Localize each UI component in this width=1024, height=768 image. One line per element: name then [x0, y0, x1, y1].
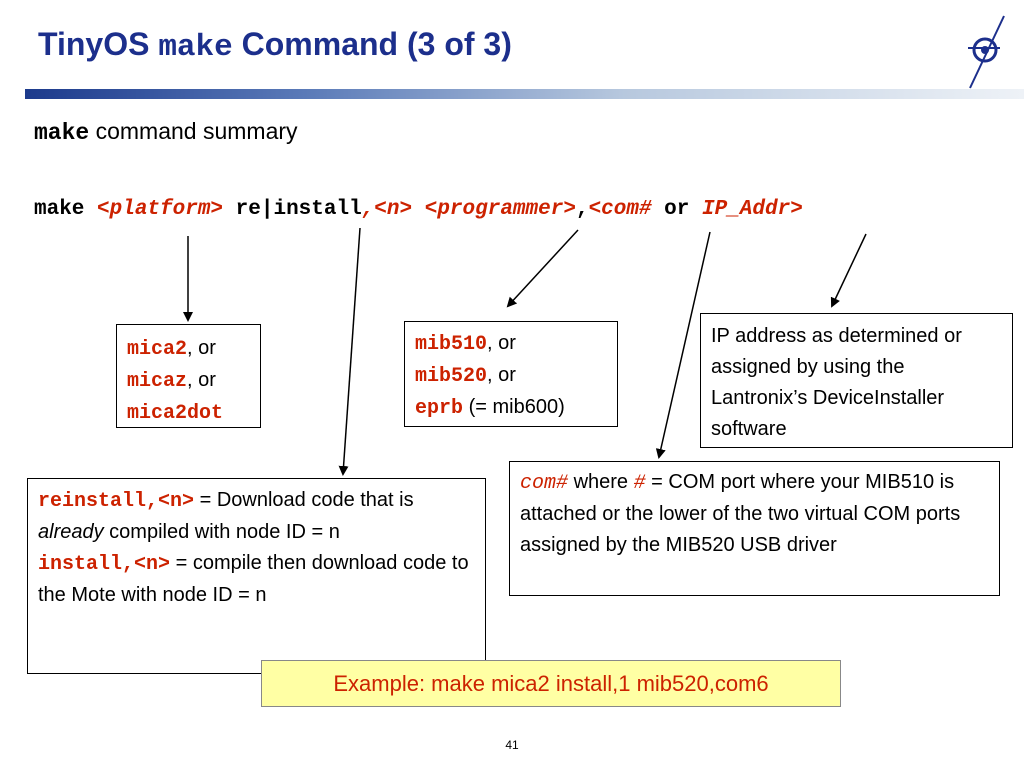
platform-micaz: micaz	[127, 370, 188, 393]
arrow-com	[655, 231, 711, 459]
command-line: make <platform> re|install,<n> <programm…	[34, 198, 803, 221]
platform-mica2: mica2	[127, 338, 188, 361]
reinstall-code: reinstall,<n>	[38, 490, 195, 513]
programmer-or: , or	[487, 364, 516, 386]
arrow-ip	[830, 233, 867, 308]
cmd-reinstall: re|install	[235, 198, 362, 221]
title-text-1: TinyOS	[38, 26, 159, 62]
slide-title: TinyOS make Command (3 of 3)	[38, 26, 512, 65]
cmd-or: or	[651, 198, 702, 221]
cmd-comma: ,	[575, 198, 589, 221]
title-divider	[25, 89, 1024, 99]
com-port-box: com# where # = COM port where your MIB51…	[509, 461, 1000, 596]
compass-logo-icon	[968, 15, 1005, 89]
reinstall-text-end: compiled with node ID = n	[103, 521, 340, 543]
programmer-eprb: eprb	[415, 397, 464, 420]
title-code: make	[158, 30, 233, 65]
programmer-mib600: (= mib600)	[463, 396, 565, 418]
cmd-programmer: <programmer>	[424, 198, 576, 221]
cmd-platform: <platform>	[97, 198, 224, 221]
page-number: 41	[505, 738, 519, 752]
reinstall-text: = Download code that is	[194, 489, 414, 511]
title-text-2: Command (3 of 3)	[232, 26, 512, 62]
install-text: = compile then download code to the Mote…	[38, 552, 469, 606]
com-text: where	[568, 471, 634, 493]
com-description: = COM port where your MIB510 is attached…	[520, 471, 961, 556]
platform-box: mica2, or micaz, or mica2dot	[116, 324, 261, 428]
programmer-or: , or	[487, 332, 516, 354]
programmer-box: mib510, or mib520, or eprb (= mib600)	[404, 321, 618, 427]
platform-mica2dot: mica2dot	[127, 402, 224, 425]
reinstall-emphasis: already	[38, 521, 104, 543]
cmd-make: make	[34, 198, 98, 221]
platform-or: , or	[187, 369, 216, 391]
install-box: reinstall,<n> = Download code that is al…	[27, 478, 486, 674]
summary-text: command summary	[89, 118, 298, 144]
summary-code: make	[34, 120, 90, 146]
ip-address-box: IP address as determined or assigned by …	[700, 313, 1013, 448]
cmd-node-id: ,<n>	[361, 198, 413, 221]
programmer-mib510: mib510	[415, 333, 488, 356]
cmd-ip-addr: IP_Addr>	[702, 198, 803, 221]
com-code: com#	[520, 472, 569, 495]
summary-heading: make command summary	[34, 118, 298, 146]
cmd-com: <com#	[588, 198, 652, 221]
ip-box-text: IP address as determined or assigned by …	[711, 325, 962, 440]
example-callout: Example: make mica2 install,1 mib520,com…	[261, 660, 841, 707]
install-code: install,<n>	[38, 553, 171, 576]
arrow-programmer	[506, 229, 579, 308]
com-hash-code: #	[633, 472, 646, 495]
programmer-mib520: mib520	[415, 365, 488, 388]
arrow-install	[338, 227, 361, 476]
platform-or: , or	[187, 337, 216, 359]
